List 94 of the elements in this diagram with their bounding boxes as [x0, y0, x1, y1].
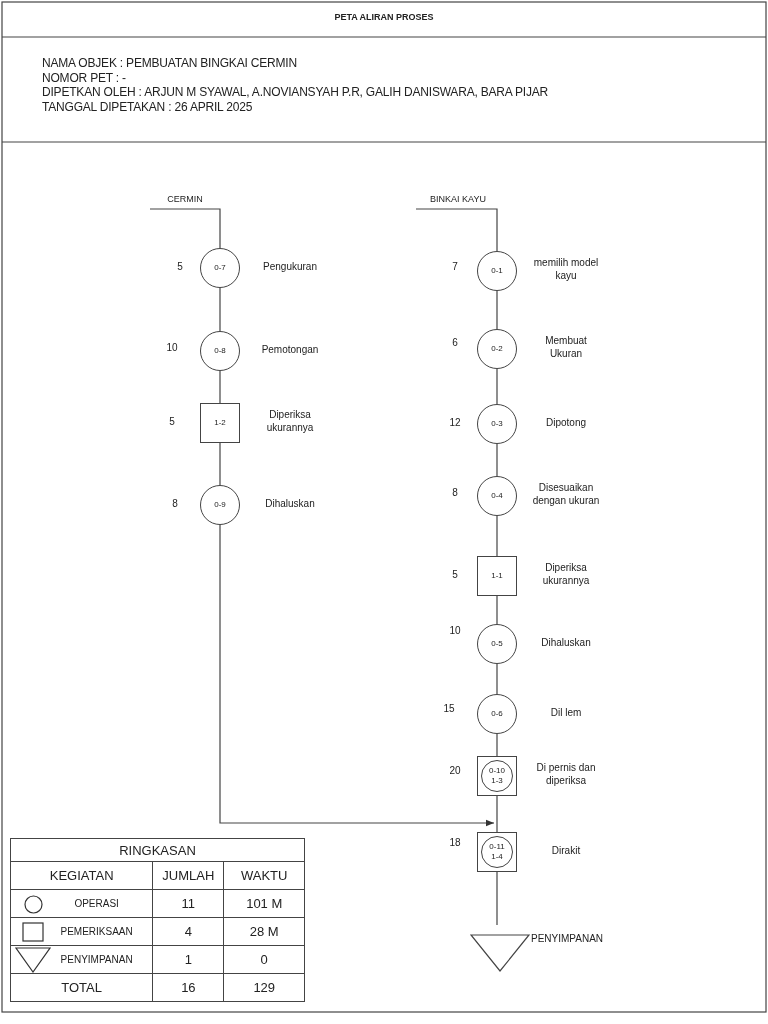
- operation-circle: [200, 485, 240, 525]
- step-description: Dihaluskan: [540, 635, 592, 649]
- step-description: Dipotong: [545, 415, 587, 429]
- step-code: 0-7: [214, 263, 226, 273]
- step-description: Dihaluskan: [264, 496, 316, 510]
- info-line: TANGGAL DIPETAKAN : 26 APRIL 2025: [42, 99, 253, 114]
- step-code: 0-2: [491, 344, 503, 354]
- flow-line: [219, 442, 221, 486]
- flow-arrow: [219, 524, 495, 827]
- step-description: Diperiksa ukurannya: [265, 408, 315, 434]
- flow-line: [149, 208, 221, 249]
- table-cell: 0: [223, 945, 305, 974]
- step-code: 0-11: [489, 842, 505, 852]
- info-line: NAMA OBJEK : PEMBUATAN BINGKAI CERMIN: [42, 56, 297, 70]
- step-description: Di pernis dan diperiksa: [535, 761, 597, 787]
- step-code: 0-4: [491, 491, 503, 501]
- flow-line: [219, 370, 221, 404]
- step-description: Dil lem: [549, 705, 583, 719]
- inspection-square: [477, 556, 517, 596]
- duration-label: 7: [451, 261, 459, 273]
- duration-label: 5: [168, 416, 176, 428]
- step-code: 1-2: [214, 418, 226, 428]
- duration-label: 5: [451, 569, 459, 581]
- flow-line: [219, 287, 221, 332]
- flow-line: [496, 595, 498, 625]
- combined-operation-box: [477, 832, 517, 872]
- column-header: JUMLAH: [152, 861, 224, 890]
- inspection-square: [200, 403, 240, 443]
- activity-name: OPERASI: [74, 898, 119, 909]
- column-header: KEGIATAN: [10, 861, 153, 890]
- table-cell: 129: [223, 973, 305, 1002]
- table-cell: 11: [152, 889, 224, 918]
- step-description: Pengukuran: [262, 259, 318, 273]
- duration-label: 10: [165, 342, 179, 354]
- duration-label: 6: [451, 337, 459, 349]
- step-code: 0-3: [491, 419, 503, 429]
- info-line: NOMOR PET : -: [42, 70, 126, 85]
- flow-line: [496, 733, 498, 757]
- operation-circle: [477, 251, 517, 291]
- activity-name: PEMERIKSAAN: [60, 926, 133, 937]
- table-cell: 4: [152, 917, 224, 946]
- step-description: Pemotongan: [260, 342, 320, 356]
- operation-circle: [477, 404, 517, 444]
- flow-line: [496, 795, 498, 833]
- stream-name: BINKAI KAYU: [430, 194, 486, 204]
- step-code: 0-8: [214, 346, 226, 356]
- step-description: Disesuaikan dengan ukuran: [531, 481, 601, 507]
- operation-circle: [477, 694, 517, 734]
- info-line: DIPETKAN OLEH : ARJUN M SYAWAL, A.NOVIANSYAH P.R, GALIH DANISWARA, BARA PIJAR: [42, 85, 549, 99]
- combined-operation-box: [477, 756, 517, 796]
- flow-line: [496, 290, 498, 330]
- step-code: 0-5: [491, 639, 503, 649]
- step-code: 1-1: [491, 571, 503, 581]
- table-cell: 28 M: [223, 917, 305, 946]
- column-header: WAKTU: [223, 861, 305, 890]
- step-code: 0-10: [489, 766, 505, 776]
- duration-label: 20: [448, 765, 462, 777]
- table-cell: 1: [152, 945, 224, 974]
- duration-label: 8: [451, 487, 459, 499]
- step-description: Membuat Ukuran: [544, 334, 588, 360]
- duration-label: 10: [448, 625, 462, 637]
- table-cell: 16: [152, 973, 224, 1002]
- step-description: Dirakit: [550, 843, 582, 857]
- table-cell: TOTAL: [10, 973, 153, 1002]
- step-code: 0-6: [491, 709, 503, 719]
- step-description: memilih model kayu: [532, 256, 600, 282]
- step-code: 0-9: [214, 500, 226, 510]
- chart-title: PETA ALIRAN PROSES: [333, 12, 435, 22]
- flow-line: [496, 515, 498, 557]
- operation-circle: [477, 624, 517, 664]
- operation-circle: [200, 248, 240, 288]
- stream-name: CERMIN: [167, 194, 203, 204]
- duration-label: 8: [171, 498, 179, 510]
- table-title: RINGKASAN: [10, 838, 305, 862]
- duration-label: 12: [448, 417, 462, 429]
- operation-circle: [477, 476, 517, 516]
- storage-triangle: [470, 934, 530, 972]
- step-code: 1-4: [491, 852, 503, 862]
- flow-line: [496, 663, 498, 695]
- duration-label: 5: [176, 261, 184, 273]
- step-code: 1-3: [491, 776, 503, 786]
- operation-circle: [477, 329, 517, 369]
- activity-name: PENYIMPANAN: [60, 954, 133, 965]
- flow-line: [496, 368, 498, 405]
- step-description: Diperiksa ukurannya: [541, 561, 591, 587]
- duration-label: 15: [442, 703, 456, 715]
- flow-line: [496, 443, 498, 477]
- step-code: 0-1: [491, 266, 503, 276]
- duration-label: 18: [448, 837, 462, 849]
- step-description: PENYIMPANAN: [531, 932, 604, 945]
- flow-line: [496, 871, 498, 926]
- operation-circle: [200, 331, 240, 371]
- table-cell: 101 M: [223, 889, 305, 918]
- flow-line: [415, 208, 498, 252]
